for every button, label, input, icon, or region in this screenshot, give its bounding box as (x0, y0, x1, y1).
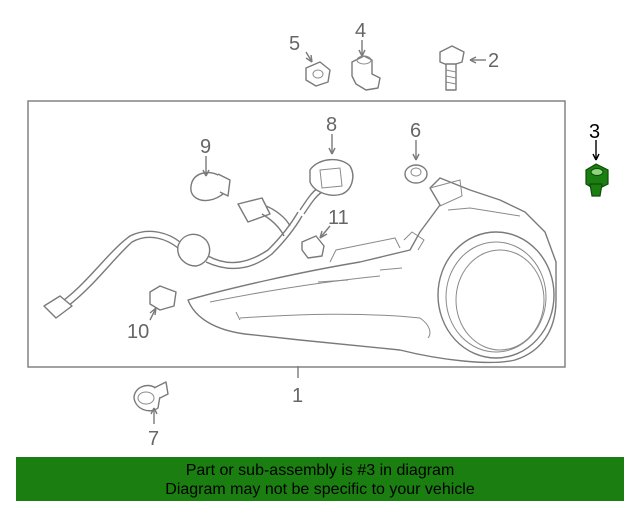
callout-3: 3 (589, 121, 600, 143)
callout-1: 1 (292, 385, 303, 407)
highlighted-part-3[interactable] (585, 163, 609, 197)
callout-7: 7 (148, 428, 159, 450)
banner-line-1: Part or sub-assembly is #3 in diagram (185, 462, 455, 479)
mount-bushing[interactable] (351, 55, 381, 91)
callout-4: 4 (355, 20, 366, 42)
callout-6: 6 (410, 120, 421, 142)
banner-line-2: Diagram may not be specific to your vehi… (165, 481, 475, 498)
headlamp-housing[interactable] (187, 177, 557, 364)
leader-lines (149, 40, 600, 424)
part-info-banner: Part or sub-assembly is #3 in diagram Di… (16, 457, 624, 501)
bulb[interactable] (190, 171, 231, 202)
assembly-frame (27, 100, 566, 368)
callout-2: 2 (488, 50, 499, 72)
small-connector[interactable] (301, 235, 325, 259)
wire-harness (43, 187, 323, 319)
parts-diagram: 1 2 3 4 5 6 7 8 9 10 11 (27, 20, 609, 450)
retainer-clip[interactable] (133, 381, 169, 412)
connector-clip[interactable] (149, 285, 177, 311)
callout-9: 9 (200, 136, 211, 158)
callout-5: 5 (289, 33, 300, 55)
callout-11: 11 (328, 207, 349, 229)
clip-nut[interactable] (305, 61, 331, 87)
grommet[interactable] (404, 164, 428, 184)
callout-10: 10 (127, 321, 149, 343)
bulb-socket[interactable] (309, 159, 354, 196)
callout-8: 8 (326, 114, 337, 136)
bolt[interactable] (439, 45, 465, 91)
